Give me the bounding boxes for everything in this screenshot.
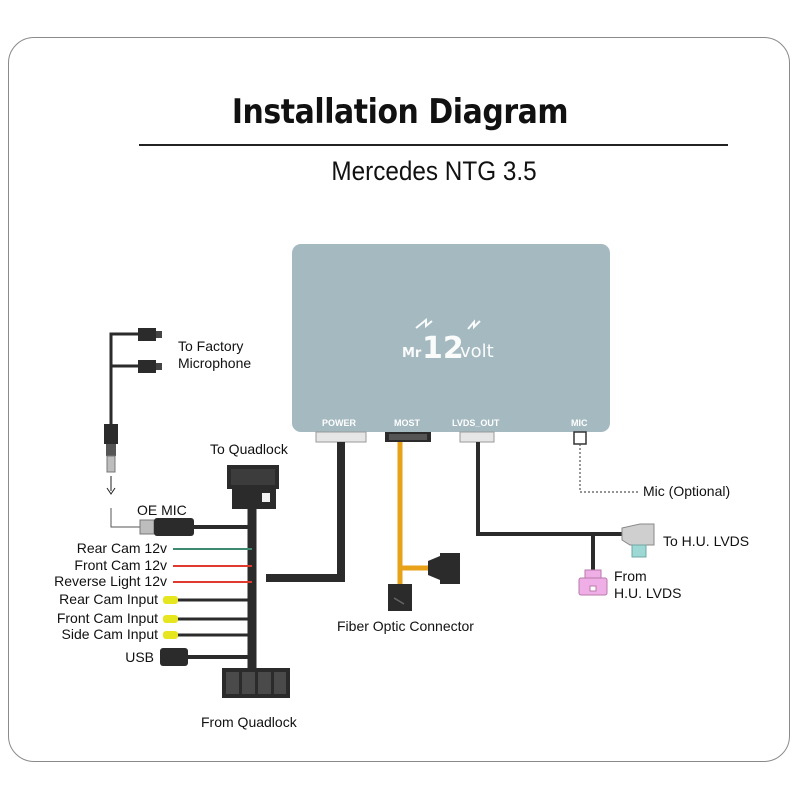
label-mic-optional: Mic (Optional) [643,483,730,499]
label-microphone: Microphone [178,355,251,371]
label-side-cam-input: Side Cam Input [62,626,159,642]
label-usb: USB [125,649,154,665]
mr12volt-logo: Mr 12 volt [402,317,494,366]
mic-jack-ring [106,444,116,456]
label-from: From [614,568,647,584]
rca-plug-side-cam [163,631,178,639]
port-label-power: POWER [322,418,357,428]
fiber-connector-right [440,553,460,584]
mic-connector-top-tip [156,331,162,338]
lvds-pink-pin [589,585,597,592]
quadlock-bottom-cell-3 [258,672,271,694]
label-rear-cam-12v: Rear Cam 12v [77,540,167,556]
mic-connector-bottom [138,360,156,373]
label-reverse-light-12v: Reverse Light 12v [54,573,167,589]
logo-12: 12 [422,331,464,366]
logo-mr: Mr [402,346,422,361]
mic-arrow-head [106,487,116,495]
logo-volt: volt [460,341,494,362]
mic-dotted-line [579,444,638,493]
label-hu-lvds: H.U. LVDS [614,585,681,601]
port-label-mic: MIC [571,418,588,428]
label-rear-cam-input: Rear Cam Input [59,591,158,607]
quadlock-top-slot [262,493,270,502]
quadlock-bottom-cell-2 [242,672,255,694]
lvds-out-port [459,431,495,443]
oe-mic-socket-tip [139,519,155,535]
label-from-quadlock: From Quadlock [201,714,298,730]
factory-mic-wire-top [109,332,144,424]
quadlock-bottom-cell-4 [274,672,286,694]
port-label-lvds-out: LVDS_OUT [452,418,500,428]
rca-plug-rear-cam [163,596,178,604]
lvds-plug-grey [621,523,655,546]
rca-plug-front-cam [163,615,178,623]
fiber-connector-bottom [388,584,412,611]
page-subtitle: Mercedes NTG 3.5 [331,156,537,186]
lvds-cable [476,442,628,536]
logo-spark [467,319,481,330]
oe-mic-guide [110,508,140,528]
page-title: Installation Diagram [231,92,569,132]
port-label-most: MOST [394,418,421,428]
power-cable [266,442,345,582]
mic-connector-bottom-tip [156,363,162,370]
fiber-connector-right-neck [428,556,440,580]
mic-jack-body [104,424,118,444]
label-oe-mic: OE MIC [137,502,187,518]
mic-jack-tip [106,455,116,473]
mic-connector-top [138,328,156,341]
label-to-hu-lvds: To H.U. LVDS [663,533,749,549]
label-front-cam-12v: Front Cam 12v [74,557,167,573]
mic-port [573,431,587,445]
quadlock-top-inner [231,469,275,485]
fiber-cable [397,442,432,571]
usb-connector [160,648,188,666]
most-port-inner [389,434,427,440]
label-to-quadlock: To Quadlock [210,441,289,457]
label-front-cam-input: Front Cam Input [57,610,158,626]
interface-module [292,244,610,432]
oe-mic-socket [154,518,194,536]
fiber-connector-detail [393,597,405,605]
quadlock-bottom-cell-1 [226,672,239,694]
lvds-plug-teal [631,544,647,558]
lvds-pink-top [584,569,602,579]
power-port [315,431,367,443]
label-to-factory: To Factory [178,338,243,354]
title-rule [139,144,728,146]
label-fiber-optic: Fiber Optic Connector [337,618,474,634]
logo-stripes [415,317,433,329]
